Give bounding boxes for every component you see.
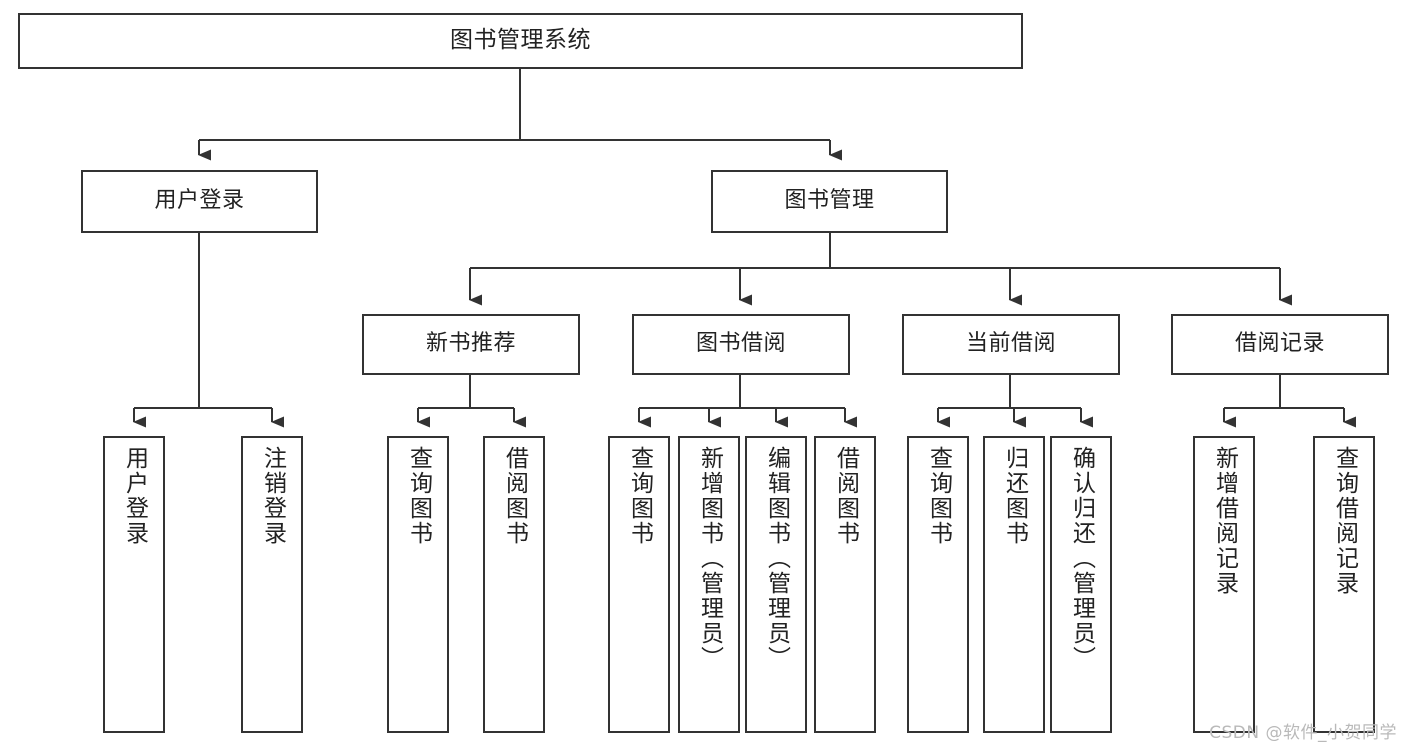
node-new-book-rec-label: 新书推荐: [425, 331, 516, 357]
node-leaf-logout-label: 注销登录: [259, 446, 286, 546]
node-new-book-rec[interactable]: 新书推荐: [362, 314, 580, 375]
node-leaf-query-record[interactable]: 查询借阅记录: [1313, 436, 1375, 733]
node-root[interactable]: 图书管理系统: [18, 13, 1023, 69]
csdn-watermark: CSDN @软件_小贺同学: [1209, 723, 1397, 743]
node-leaf-query-book-label: 查询图书: [626, 446, 653, 546]
node-book-borrow-label: 图书借阅: [695, 331, 786, 357]
node-leaf-user-login[interactable]: 用户登录: [103, 436, 165, 733]
node-leaf-borrow-book[interactable]: 借阅图书: [814, 436, 876, 733]
node-book-manage[interactable]: 图书管理: [711, 170, 948, 233]
node-leaf-edit-book[interactable]: 编辑图书（管理员）: [745, 436, 807, 733]
node-leaf-add-record-label: 新增借阅记录: [1211, 446, 1238, 596]
node-leaf-confirm-return[interactable]: 确认归还（管理员）: [1050, 436, 1112, 733]
node-book-borrow[interactable]: 图书借阅: [632, 314, 850, 375]
node-leaf-query-book[interactable]: 查询图书: [608, 436, 670, 733]
node-leaf-return-book[interactable]: 归还图书: [983, 436, 1045, 733]
node-book-manage-label: 图书管理: [784, 188, 875, 214]
node-leaf-query-record-label: 查询借阅记录: [1331, 446, 1358, 596]
node-leaf-add-record[interactable]: 新增借阅记录: [1193, 436, 1255, 733]
node-root-label: 图书管理系统: [450, 27, 591, 54]
node-leaf-edit-book-label: 编辑图书（管理员）: [763, 446, 790, 671]
node-user-login-label: 用户登录: [154, 188, 245, 214]
node-user-login[interactable]: 用户登录: [81, 170, 318, 233]
node-leaf-return-book-label: 归还图书: [1001, 446, 1028, 546]
node-leaf-query-book-cur-label: 查询图书: [925, 446, 952, 546]
node-borrow-record-label: 借阅记录: [1234, 331, 1325, 357]
node-leaf-borrow-book-rec[interactable]: 借阅图书: [483, 436, 545, 733]
node-leaf-user-login-label: 用户登录: [121, 446, 148, 546]
node-leaf-borrow-book-rec-label: 借阅图书: [501, 446, 528, 546]
node-leaf-add-book-label: 新增图书（管理员）: [696, 446, 723, 671]
node-leaf-borrow-book-label: 借阅图书: [832, 446, 859, 546]
node-leaf-add-book[interactable]: 新增图书（管理员）: [678, 436, 740, 733]
node-leaf-logout[interactable]: 注销登录: [241, 436, 303, 733]
node-leaf-query-book-cur[interactable]: 查询图书: [907, 436, 969, 733]
node-leaf-query-book-rec-label: 查询图书: [405, 446, 432, 546]
node-leaf-query-book-rec[interactable]: 查询图书: [387, 436, 449, 733]
node-leaf-confirm-return-label: 确认归还（管理员）: [1068, 446, 1095, 671]
node-current-borrow-label: 当前借阅: [965, 331, 1056, 357]
node-current-borrow[interactable]: 当前借阅: [902, 314, 1120, 375]
node-borrow-record[interactable]: 借阅记录: [1171, 314, 1389, 375]
